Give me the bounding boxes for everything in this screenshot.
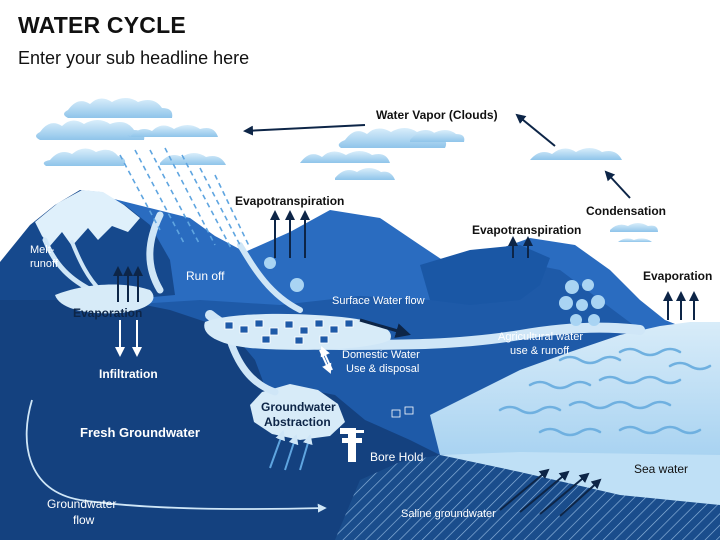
label-agricultural-1: Agricultural water — [498, 331, 583, 343]
label-domestic-1: Domestic Water — [342, 349, 420, 361]
label-gw-flow-1: Groundwater — [47, 497, 116, 511]
saline-zone — [335, 455, 720, 540]
label-evaporation-lake: Evaporation — [73, 306, 142, 320]
white-arrows — [115, 320, 333, 374]
label-fresh-groundwater: Fresh Groundwater — [80, 425, 200, 440]
page-subtitle: Enter your sub headline here — [18, 48, 250, 68]
label-evapotranspiration-right: Evapotranspiration — [472, 223, 581, 237]
clouds — [36, 98, 658, 242]
fresh-groundwater-zone — [0, 300, 450, 540]
trees — [264, 257, 605, 326]
label-surface-water-flow: Surface Water flow — [332, 295, 425, 307]
right-valley — [420, 245, 550, 305]
label-condensation: Condensation — [586, 204, 666, 218]
label-run-off: Run off — [186, 269, 225, 283]
label-infiltration: Infiltration — [99, 367, 158, 381]
groundwater-pocket — [250, 384, 345, 440]
page-title: WATER CYCLE — [18, 12, 186, 38]
label-evaporation-sea: Evaporation — [643, 269, 712, 283]
snow-cap — [35, 190, 140, 246]
label-bore-hold: Bore Hold — [370, 450, 423, 464]
label-saline-groundwater: Saline groundwater — [401, 508, 496, 520]
label-gw-flow-2: flow — [73, 513, 95, 527]
bore-pump-icon — [340, 428, 364, 462]
abstraction-arrows — [269, 430, 313, 471]
label-gw-abstraction-1: Groundwater — [261, 400, 336, 414]
town-houses — [224, 319, 414, 418]
rain-streaks — [119, 147, 251, 251]
label-melt-runoff-1: Melt- — [30, 244, 55, 256]
label-melt-runoff-2: runoff — [30, 258, 59, 270]
label-evapotranspiration-left: Evapotranspiration — [235, 194, 344, 208]
town-lake — [204, 313, 391, 350]
cycle-arrows — [113, 113, 699, 517]
label-agricultural-2: use & runoff — [510, 345, 570, 357]
label-domestic-2: Use & disposal — [346, 363, 419, 375]
groundwater-flow-arrow — [25, 399, 327, 513]
label-sea-water: Sea water — [634, 462, 688, 476]
label-water-vapor: Water Vapor (Clouds) — [376, 108, 498, 122]
label-gw-abstraction-2: Abstraction — [264, 415, 331, 429]
sea-waves — [498, 347, 712, 437]
